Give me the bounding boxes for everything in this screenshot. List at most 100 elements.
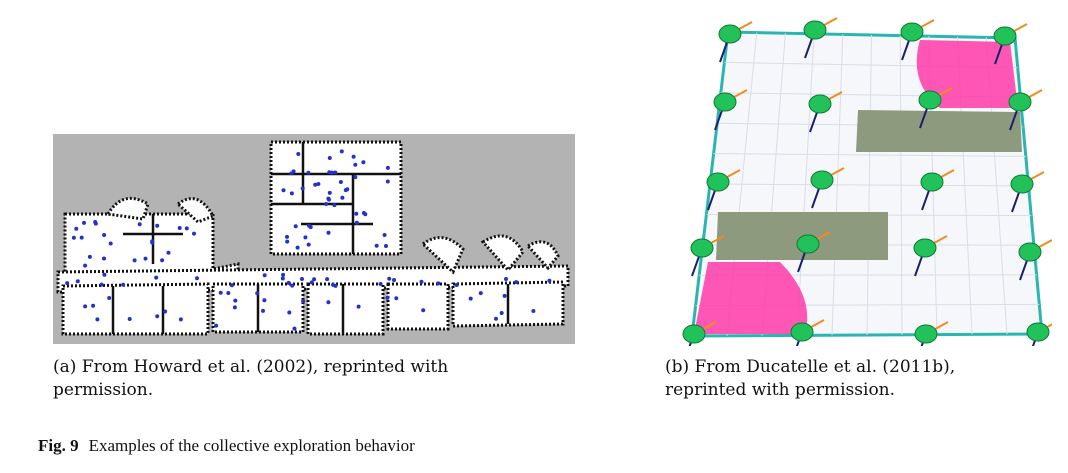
robot-body bbox=[808, 94, 832, 114]
grid-line bbox=[899, 35, 903, 335]
robot-dot bbox=[108, 241, 113, 246]
exploration-map-image bbox=[53, 134, 575, 344]
robot-dot bbox=[531, 309, 536, 313]
robot-dot bbox=[356, 304, 361, 309]
robot-dot bbox=[382, 233, 387, 237]
robot-dot bbox=[468, 296, 473, 301]
robot-dot bbox=[351, 154, 356, 159]
robot-dot bbox=[285, 234, 289, 239]
figure-caption-text: Examples of the collective exploration b… bbox=[88, 436, 415, 455]
robot-dot bbox=[150, 240, 155, 245]
robot-dot bbox=[330, 170, 335, 175]
robot-body bbox=[803, 20, 827, 40]
robot-dot bbox=[262, 298, 267, 303]
robot-dot bbox=[285, 239, 290, 244]
robot-dot bbox=[325, 277, 330, 282]
robot-dot bbox=[166, 250, 171, 255]
robot-dot bbox=[547, 278, 552, 283]
robot-dot bbox=[303, 235, 308, 240]
robot-dot bbox=[102, 256, 106, 261]
robot-dot bbox=[499, 311, 504, 315]
robot-dot bbox=[160, 258, 165, 263]
robot-dot bbox=[353, 162, 358, 167]
robot-dot bbox=[143, 256, 148, 261]
robot-dot bbox=[91, 303, 96, 308]
robot-dot bbox=[326, 300, 331, 305]
robot-dot bbox=[361, 160, 366, 165]
robot-dot bbox=[71, 235, 76, 240]
robot-dot bbox=[387, 276, 392, 281]
subfigure-b-caption-line1: (b) From Ducatelle et al. (2011b), bbox=[665, 357, 956, 377]
robot-dot bbox=[326, 230, 331, 235]
robot-dot bbox=[65, 281, 70, 286]
robot-dot bbox=[192, 231, 196, 236]
robot-body bbox=[1010, 174, 1034, 194]
robot-dot bbox=[392, 278, 396, 282]
robot-dot bbox=[327, 190, 332, 195]
robot-dot bbox=[281, 272, 286, 277]
robot-dot bbox=[307, 223, 312, 228]
robot-dot bbox=[280, 276, 285, 281]
robot-body bbox=[918, 90, 942, 110]
robot-dot bbox=[333, 283, 338, 288]
robot-dot bbox=[289, 191, 294, 196]
robot-dot bbox=[95, 317, 100, 322]
grid-line bbox=[709, 183, 1029, 187]
robot-dot bbox=[178, 317, 183, 322]
robot-dot bbox=[313, 182, 318, 187]
robot-dot bbox=[361, 211, 366, 215]
robot-body bbox=[706, 172, 730, 192]
arena-simulation-image bbox=[682, 17, 1052, 346]
robot-dot bbox=[79, 235, 84, 240]
subfigure-a-caption-line2: permission. bbox=[53, 380, 154, 400]
robot-dot bbox=[338, 180, 343, 184]
robot-dot bbox=[102, 233, 107, 237]
robot-dot bbox=[514, 280, 519, 285]
robot-body bbox=[920, 172, 944, 192]
robot-dot bbox=[262, 273, 267, 278]
robot-dot bbox=[195, 276, 199, 281]
robot-dot bbox=[378, 282, 383, 286]
robot-dot bbox=[385, 165, 390, 170]
robot-dot bbox=[226, 291, 231, 295]
robot-dot bbox=[394, 296, 399, 301]
robot-dot bbox=[504, 277, 508, 281]
robot-dot bbox=[155, 223, 160, 228]
robot-dot bbox=[83, 263, 88, 268]
robot-dot bbox=[154, 275, 159, 280]
robot-dot bbox=[292, 326, 297, 331]
robot-dot bbox=[436, 281, 441, 286]
robot-dot bbox=[324, 202, 329, 206]
robot-dot bbox=[374, 243, 379, 248]
robot-body bbox=[1008, 92, 1032, 112]
robot-dot bbox=[385, 179, 390, 184]
robot-dot bbox=[354, 211, 359, 216]
robot-dot bbox=[184, 226, 189, 231]
robot-dot bbox=[132, 258, 137, 263]
robot-dot bbox=[339, 149, 344, 154]
robot-body bbox=[900, 22, 924, 42]
robot-dot bbox=[107, 296, 112, 300]
robot-body bbox=[810, 170, 834, 190]
robot-dot bbox=[286, 280, 291, 285]
subfigure-a-caption-line1: (a) From Howard et al. (2002), reprinted… bbox=[53, 357, 449, 377]
robot-dot bbox=[295, 245, 300, 250]
robot-dot bbox=[102, 272, 107, 277]
robot-dot bbox=[127, 317, 132, 321]
subfigure-b-caption: (b) From Ducatelle et al. (2011b), repri… bbox=[665, 356, 1065, 402]
robot-dot bbox=[82, 220, 86, 225]
obstacle-upper bbox=[856, 110, 1022, 152]
robot-dot bbox=[229, 283, 234, 288]
pink-zone-bottom bbox=[694, 262, 808, 334]
robot-dot bbox=[385, 295, 390, 300]
figure-label: Fig. 9 bbox=[38, 436, 79, 455]
robot-dot bbox=[87, 254, 92, 259]
robot-dot bbox=[312, 277, 317, 282]
robot-dot bbox=[354, 220, 359, 225]
robot-body bbox=[914, 324, 938, 344]
robots bbox=[682, 17, 1052, 346]
robot-dot bbox=[99, 282, 104, 287]
robot-body bbox=[790, 322, 814, 342]
robot-dot bbox=[255, 291, 260, 296]
robot-positions bbox=[65, 149, 552, 331]
